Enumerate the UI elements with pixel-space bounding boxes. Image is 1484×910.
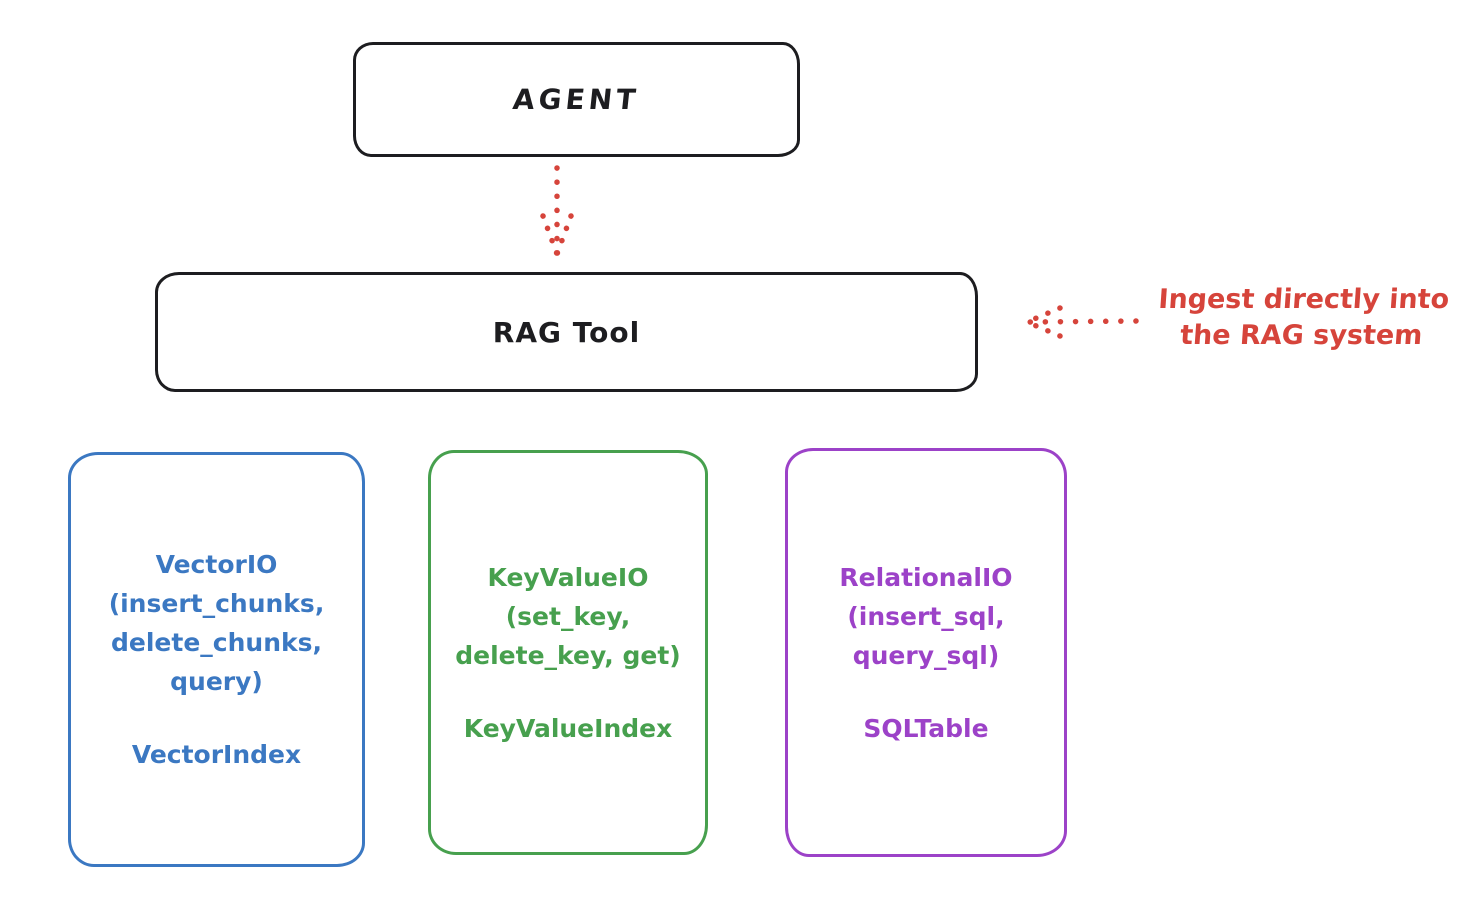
relational-io-line1: RelationalIO — [839, 562, 1013, 592]
vector-io-line4: query) — [170, 667, 263, 696]
node-rag-tool[interactable]: RAG Tool — [155, 272, 978, 392]
relational-io-line2: (insert_sql, — [847, 601, 1005, 631]
relational-io-line3: query_sql) — [852, 640, 1000, 670]
key-value-io-line3: delete_key, get) — [455, 640, 681, 670]
node-key-value-io[interactable]: KeyValueIO (set_key, delete_key, get) Ke… — [428, 450, 708, 855]
arrow-agent-to-rag-tool[interactable] — [535, 162, 579, 266]
vector-io-line2: (insert_chunks, — [108, 589, 325, 618]
arrow-left-icon — [1024, 305, 1139, 339]
ingest-annotation-line2: the RAG system — [1179, 320, 1424, 351]
arrow-ingest-to-rag-tool[interactable] — [1018, 298, 1144, 346]
node-agent[interactable]: AGENT — [353, 42, 800, 157]
node-vector-io[interactable]: VectorIO (insert_chunks, delete_chunks, … — [68, 452, 365, 867]
node-rag-tool-label: RAG Tool — [492, 315, 641, 349]
key-value-io-index-label: KeyValueIndex — [463, 713, 673, 743]
vector-io-index-label: VectorIndex — [131, 740, 302, 769]
arrow-down-icon — [540, 165, 574, 257]
relational-io-table-label: SQLTable — [863, 713, 989, 743]
node-relational-io[interactable]: RelationalIO (insert_sql, query_sql) SQL… — [785, 448, 1067, 857]
key-value-io-signature: KeyValueIO (set_key, delete_key, get) — [455, 558, 680, 675]
node-agent-label: AGENT — [511, 83, 642, 116]
ingest-annotation[interactable]: Ingest directly into the RAG system — [1127, 282, 1477, 354]
key-value-io-line2: (set_key, — [505, 601, 631, 631]
relational-io-signature: RelationalIO (insert_sql, query_sql) — [839, 558, 1012, 675]
vector-io-line3: delete_chunks, — [111, 628, 322, 657]
ingest-annotation-line1: Ingest directly into — [1157, 284, 1451, 315]
key-value-io-line1: KeyValueIO — [487, 562, 649, 592]
vector-io-signature: VectorIO (insert_chunks, delete_chunks, … — [109, 545, 325, 701]
vector-io-line1: VectorIO — [155, 550, 278, 579]
